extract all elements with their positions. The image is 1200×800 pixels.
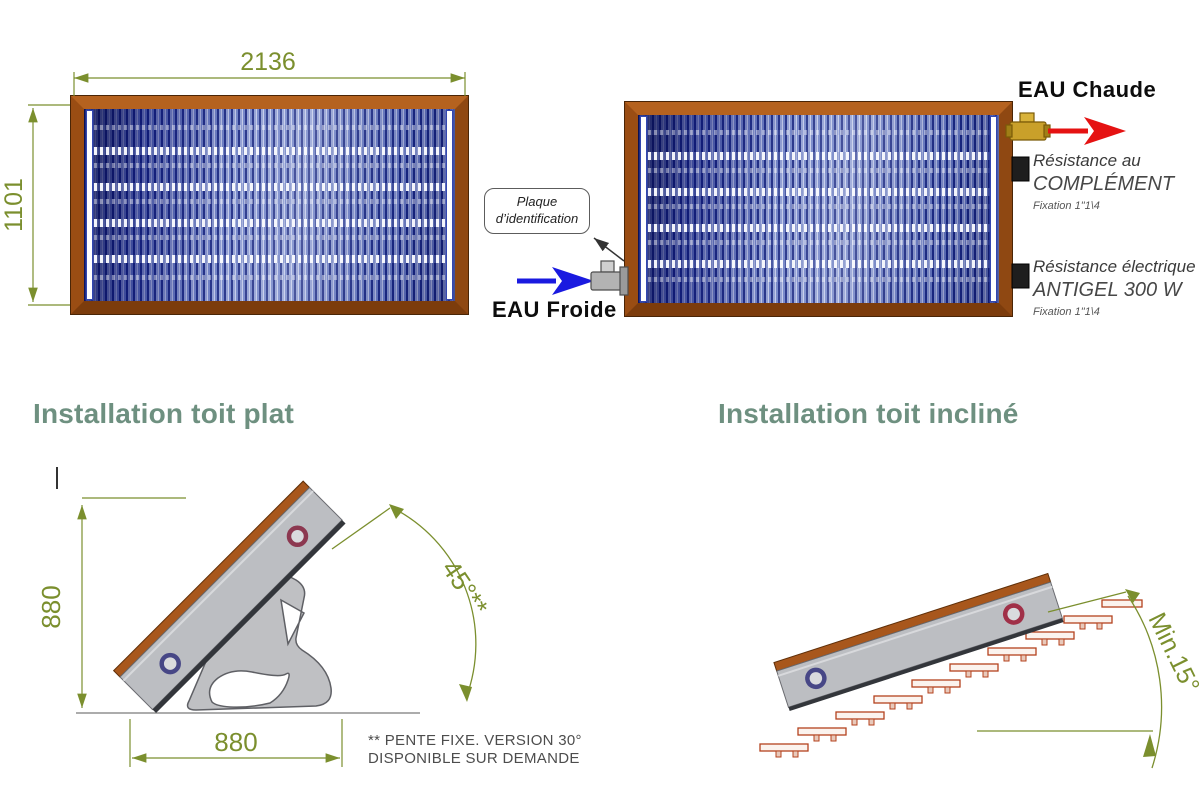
resistance-complement-line2: COMPLÉMENT (1033, 173, 1175, 195)
flat-roof-angle-annotation (331, 504, 477, 702)
glass-edge-strip (447, 111, 452, 299)
manifold-bar (642, 152, 995, 160)
panel-port-cold (159, 652, 181, 675)
manifold-bar (642, 188, 995, 196)
manifold-row-faint (88, 199, 451, 204)
plaque-leader-arrow (593, 237, 625, 262)
cold-water-arrow (517, 267, 594, 295)
resistance-antigel-label: Résistance électrique ANTIGEL 300 W Fixa… (1033, 257, 1200, 318)
resistance-complement-line1: Résistance au (1033, 151, 1141, 170)
resistance-complement-fixation: Fixation 1"1\4 (1033, 200, 1100, 212)
manifold-row-faint (642, 277, 995, 282)
flat-roof-section-title: Installation toit plat (33, 398, 295, 429)
manifold-row-faint (88, 163, 451, 168)
glass-edge-strip (991, 117, 996, 301)
manifold-row-faint (642, 204, 995, 209)
manifold-row-faint (642, 168, 995, 173)
solar-panel-connections-view (625, 102, 1012, 316)
panel-port-hot (1002, 603, 1025, 625)
panel-glass (638, 115, 999, 303)
fixed-slope-note-line1: ** PENTE FIXE. VERSION 30° (368, 732, 582, 749)
resistance-antigel-line1: Résistance électrique (1033, 257, 1196, 276)
manifold-bar (88, 219, 451, 227)
identification-plate-callout: Plaque d’identification (484, 188, 590, 234)
height-dimension-label: 1101 (0, 178, 28, 232)
hot-water-label: EAU Chaude (1018, 77, 1157, 102)
resistance-antigel-fixation: Fixation 1"1\4 (1033, 306, 1100, 318)
tilted-panel-roof (773, 572, 1064, 712)
fixed-slope-note: ** PENTE FIXE. VERSION 30° DISPONIBLE SU… (368, 732, 582, 768)
manifold-row-faint (88, 235, 451, 240)
manifold-row-faint (642, 240, 995, 245)
cold-water-valve (590, 260, 629, 296)
manifold-bar (88, 183, 451, 191)
flat-roof-height-label: 880 (36, 585, 66, 628)
fixation-block-complement (1011, 156, 1030, 182)
height-dimension (28, 104, 70, 306)
manifold-bar (642, 260, 995, 268)
fixation-block-antigel (1011, 263, 1030, 289)
manifold-row-faint (88, 275, 451, 280)
panel-shade (84, 109, 455, 301)
solar-panel-front-view (71, 96, 468, 314)
width-dimension-label: 2136 (240, 48, 296, 76)
panel-stand (186, 558, 332, 711)
glass-edge-strip (87, 111, 92, 299)
roof-tiles (759, 599, 1143, 758)
manifold-bar (88, 147, 451, 155)
hot-water-valve (1005, 112, 1051, 141)
flat-roof-angle-label: 45°** (436, 555, 494, 621)
inclined-roof-angle-annotation (977, 589, 1163, 769)
glass-edge-strip (641, 117, 646, 301)
width-dimension (73, 72, 466, 96)
inclined-roof-section-title: Installation toit incliné (718, 398, 1019, 429)
manifold-bar (88, 255, 451, 263)
cold-water-label: EAU Froide (492, 297, 617, 322)
resistance-antigel-line2: ANTIGEL 300 W (1033, 279, 1182, 301)
panel-shade (638, 115, 999, 303)
plaque-line1: Plaque (516, 194, 558, 210)
fixed-slope-note-line2: DISPONIBLE SUR DEMANDE (368, 750, 580, 767)
resistance-complement-label: Résistance au COMPLÉMENT Fixation 1"1\4 (1033, 151, 1200, 212)
panel-port-hot (286, 525, 309, 548)
manifold-row-faint (642, 130, 995, 135)
plaque-line2: d’identification (495, 211, 579, 226)
panel-port-cold (805, 667, 827, 690)
tilted-panel-45 (112, 480, 346, 714)
manifold-bar (642, 224, 995, 232)
flat-roof-height-dimension (77, 497, 186, 708)
panel-glass (84, 109, 455, 301)
flat-roof-base-dimension (129, 719, 343, 767)
manifold-row-faint (88, 125, 451, 130)
inclined-roof-angle-label: Min.15° (1143, 608, 1200, 697)
flat-roof-base-label: 880 (214, 727, 257, 757)
hot-water-arrow (1048, 117, 1126, 145)
